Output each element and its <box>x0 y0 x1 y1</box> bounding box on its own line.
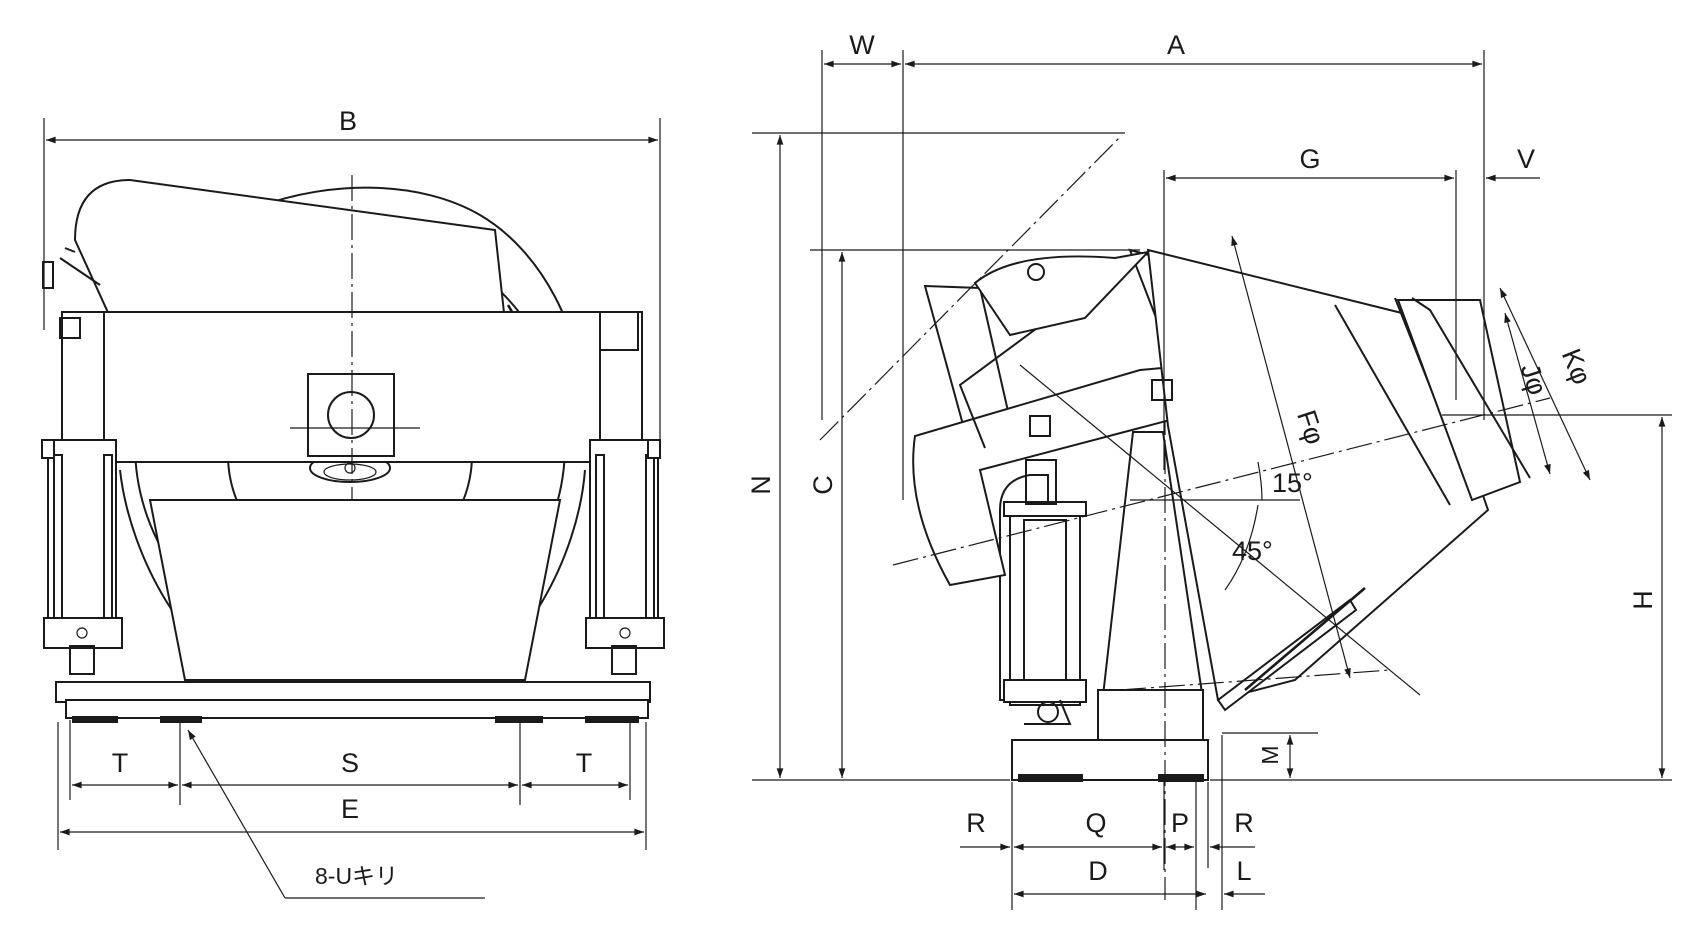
side-dimensions <box>752 50 1672 910</box>
dim-label-a: A <box>1167 30 1185 60</box>
left-leg <box>41 439 123 675</box>
dim-label-s: S <box>341 748 359 778</box>
front-dimensions <box>43 118 661 899</box>
angle-label-15: 15° <box>1272 468 1313 498</box>
base-plate <box>55 499 651 723</box>
hydraulic-cylinder <box>999 459 1087 725</box>
front-view: B T S T E 8-Uキリ <box>41 106 665 899</box>
dim-label-l: L <box>1236 856 1251 886</box>
dim-label-h: H <box>1628 590 1658 610</box>
side-base <box>1011 739 1209 782</box>
right-leg <box>585 439 665 675</box>
dim-label-q: Q <box>1085 808 1106 838</box>
dim-label-r-right: R <box>1234 808 1254 838</box>
dim-label-r-left: R <box>966 808 986 838</box>
support-column <box>1096 370 1204 900</box>
dim-label-t-right: T <box>576 748 593 778</box>
dim-label-k: Kφ <box>1556 345 1597 389</box>
side-view: W A G V N C H M Kφ Jφ Fφ 15° 45° R Q P R… <box>746 30 1672 910</box>
dim-label-p: P <box>1171 808 1189 838</box>
dim-label-d: D <box>1088 856 1108 886</box>
dim-label-t-left: T <box>112 748 129 778</box>
angle-label-45: 45° <box>1232 536 1273 566</box>
frame <box>59 311 643 463</box>
dim-label-v: V <box>1517 144 1535 174</box>
dim-label-m: M <box>1257 745 1283 764</box>
dim-label-n: N <box>746 475 776 495</box>
dim-label-g: G <box>1299 144 1320 174</box>
dim-label-w: W <box>849 30 875 60</box>
dim-label-e: E <box>341 794 359 824</box>
dim-label-b: B <box>339 106 357 136</box>
hole-note: 8-Uキリ <box>315 863 398 889</box>
dim-label-c: C <box>808 475 838 495</box>
